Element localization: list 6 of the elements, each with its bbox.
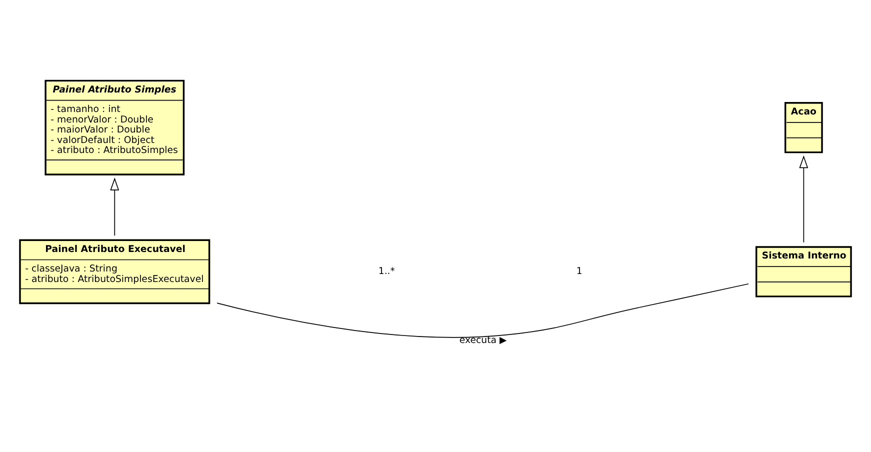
- connector: [216, 282, 749, 338]
- arrow: [110, 177, 120, 236]
- label: 1..*: [378, 266, 395, 277]
- label: 1: [576, 266, 582, 277]
- arrow: [799, 154, 808, 242]
- edge-label: executa ▶: [459, 334, 507, 346]
